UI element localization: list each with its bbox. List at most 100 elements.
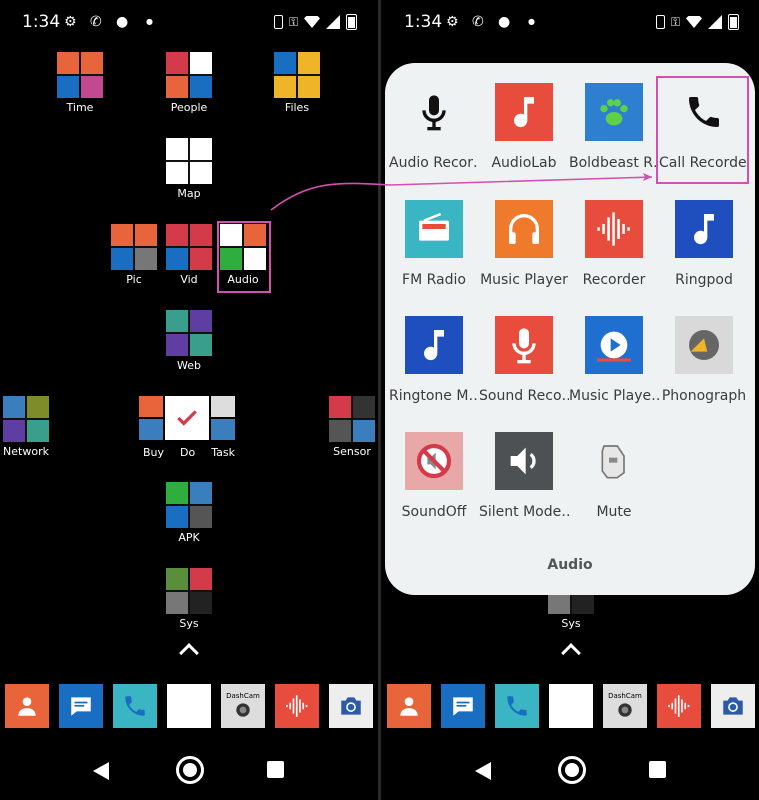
folder-apk[interactable]: APK: [154, 482, 224, 544]
phone-icon: [122, 693, 148, 719]
recents-button[interactable]: [267, 761, 284, 778]
app-audio-recorder[interactable]: Audio Recor…: [389, 83, 479, 171]
dock-messages[interactable]: [59, 684, 103, 728]
app-label: Ringpod: [675, 272, 733, 288]
controller-icon: ●: [498, 14, 511, 30]
folder-people-icon: [166, 52, 212, 98]
home-button[interactable]: [176, 756, 204, 784]
dock-contacts[interactable]: [5, 684, 49, 728]
app-label: Music Player: [480, 272, 568, 288]
app-music-player-2[interactable]: Music Playe…: [569, 316, 659, 404]
app-phonograph[interactable]: Phonograph: [659, 316, 749, 404]
phone-outline-icon: [655, 15, 665, 29]
call-recorder-highlight: [656, 76, 749, 184]
dock-contacts-folder[interactable]: [549, 684, 593, 728]
settings-notification-icon: ⚙: [446, 14, 459, 30]
music-note-icon: [675, 200, 733, 258]
controller-icon: ●: [116, 14, 129, 30]
navigation-bar: [0, 752, 377, 788]
folder-label: Files: [284, 101, 310, 114]
folder-sys-icon: [166, 568, 212, 614]
app-audiolab[interactable]: AudioLab: [479, 83, 569, 171]
dock-messages[interactable]: [441, 684, 485, 728]
app-label: Music Playe…: [569, 388, 659, 404]
recents-button[interactable]: [649, 761, 666, 778]
back-button[interactable]: [93, 762, 109, 780]
dock-dashcam[interactable]: DashCam: [221, 684, 265, 728]
dock-camera[interactable]: [711, 684, 755, 728]
folder-network[interactable]: Network: [0, 396, 61, 458]
dock-dashcam[interactable]: DashCam: [603, 684, 647, 728]
app-ringtone-maker[interactable]: Ringtone M…: [389, 316, 479, 404]
person-icon: [18, 697, 36, 716]
folder-web-icon: [166, 310, 212, 356]
app-label: SoundOff: [401, 504, 467, 520]
home-button[interactable]: [558, 756, 586, 784]
radio-icon: [405, 200, 463, 258]
app-soundoff[interactable]: SoundOff: [389, 432, 479, 520]
dock-phone[interactable]: [495, 684, 539, 728]
wifi-icon: [304, 16, 320, 28]
folder-pic[interactable]: Pic: [99, 224, 169, 286]
phone-outline-icon: [273, 15, 283, 29]
paw-icon: [585, 83, 643, 141]
chat-icon: [453, 697, 473, 716]
settings-notification-icon: ⚙: [64, 14, 77, 30]
folder-people[interactable]: People: [154, 52, 224, 114]
folder-label: Sys: [179, 617, 199, 630]
folder-time[interactable]: Time: [45, 52, 115, 114]
battery-icon: [728, 14, 739, 30]
status-bar: 1:34 ⚙ ✆ ● ● ⚿: [0, 0, 377, 46]
folder-sensor[interactable]: Sensor: [317, 396, 377, 458]
back-button[interactable]: [475, 762, 491, 780]
app-silent-mode[interactable]: Silent Mode…: [479, 432, 569, 520]
navigation-bar: [382, 752, 759, 788]
app-boldbeast-recorder[interactable]: Boldbeast R…: [569, 83, 659, 171]
folder-label: Vid: [180, 273, 198, 286]
dock-recorder[interactable]: [657, 684, 701, 728]
audio-folder-panel: Audio Recor… AudioLab Boldbeast R… Call …: [385, 63, 755, 595]
folder-label: Do: [180, 446, 196, 459]
app-ringpod[interactable]: Ringpod: [659, 200, 749, 288]
app-label: Boldbeast R…: [569, 155, 659, 171]
battery-icon: [346, 14, 357, 30]
folder-audio[interactable]: Audio: [208, 224, 278, 286]
camera-icon: [723, 697, 743, 715]
folder-web[interactable]: Web: [154, 310, 224, 372]
dock-phone[interactable]: [113, 684, 157, 728]
missed-call-icon: ✆: [90, 14, 102, 30]
dock-contacts-folder[interactable]: [167, 684, 211, 728]
app-sound-recorder[interactable]: Sound Reco…: [479, 316, 569, 404]
app-fm-radio[interactable]: FM Radio: [389, 200, 479, 288]
folder-label: People: [170, 101, 208, 114]
status-time: 1:34: [404, 12, 443, 32]
folder-label: Buy: [143, 446, 165, 459]
app-mute[interactable]: Mute: [569, 432, 659, 520]
folder-files[interactable]: Files: [262, 52, 332, 114]
folder-vid[interactable]: Vid: [154, 224, 224, 286]
dock-camera[interactable]: [329, 684, 373, 728]
app-label: Mute: [596, 504, 632, 520]
app-music-player[interactable]: Music Player: [479, 200, 569, 288]
key-icon: ⚿: [288, 14, 298, 29]
dock: DashCam: [0, 684, 377, 728]
app-call-recorder[interactable]: Call Recorder: [659, 83, 749, 171]
folder-buy-do-task[interactable]: Buy Do Task: [139, 396, 239, 462]
folder-sys[interactable]: Sys: [154, 568, 224, 630]
folder-time-icon: [57, 52, 103, 98]
app-label: FM Radio: [402, 272, 466, 288]
microphone-icon: [495, 316, 553, 374]
app-drawer-chevron-up-icon[interactable]: [179, 643, 199, 663]
app-drawer-chevron-up-icon[interactable]: [561, 643, 581, 663]
waveform-icon: [585, 200, 643, 258]
chat-icon: [71, 697, 91, 716]
folder-map[interactable]: Map: [154, 138, 224, 200]
dock-contacts[interactable]: [387, 684, 431, 728]
dock-recorder[interactable]: [275, 684, 319, 728]
app-recorder[interactable]: Recorder: [569, 200, 659, 288]
folder-label: APK: [178, 531, 200, 544]
folder-network-icon: [3, 396, 49, 442]
app-label: AudioLab: [491, 155, 557, 171]
app-label: Sound Reco…: [479, 388, 569, 404]
app-label: Ringtone M…: [389, 388, 479, 404]
